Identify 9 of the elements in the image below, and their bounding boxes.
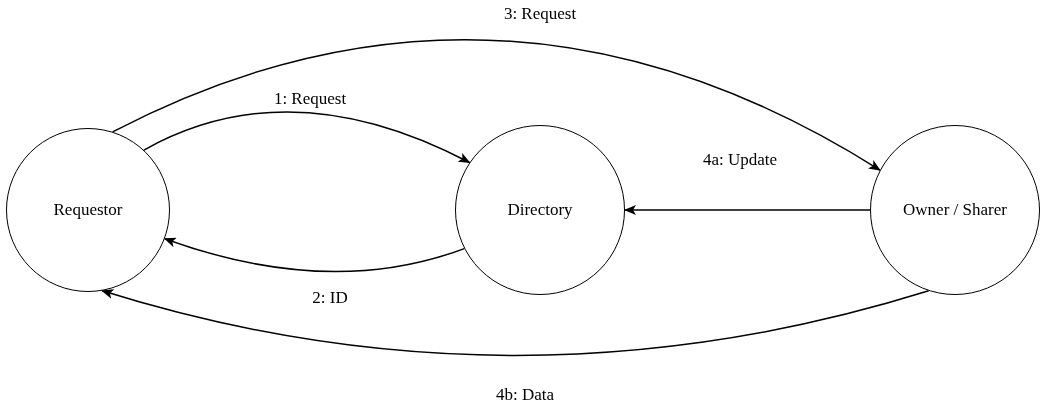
edge-label: 4a: Update [700, 150, 780, 170]
arrow [163, 237, 465, 273]
arrow [143, 111, 471, 164]
node-label: Directory [507, 200, 573, 220]
arrow [101, 289, 930, 357]
node-label: Owner / Sharer [903, 200, 1007, 220]
arrow [624, 205, 871, 215]
node-label: Requestor [53, 200, 123, 220]
arrow [111, 39, 881, 171]
